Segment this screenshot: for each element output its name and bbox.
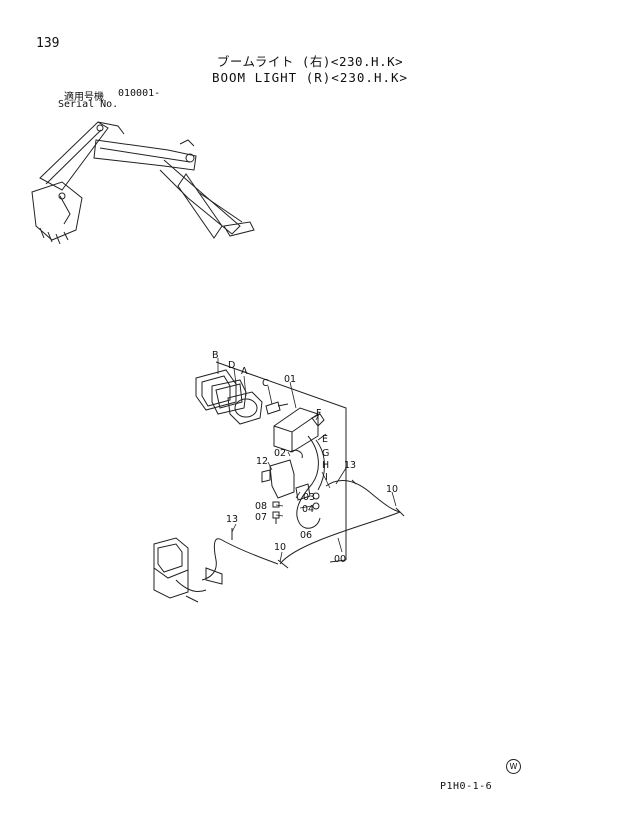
callout-F: F <box>316 408 321 419</box>
callout-07: 07 <box>255 512 267 523</box>
callout-H: H <box>322 460 329 471</box>
callout-labels: B D A C 01 F E G H I 02 12 13 03 04 10 0… <box>212 350 398 565</box>
callout-D: D <box>228 360 235 371</box>
callout-G: G <box>322 448 329 459</box>
leader-lines <box>217 358 397 563</box>
excavator-arm-sketch <box>31 121 255 245</box>
serial-label-japanese: 適用号機 <box>64 92 104 103</box>
callout-10-right: 10 <box>386 484 398 495</box>
circled-mark: W <box>506 759 521 774</box>
callout-02: 02 <box>274 448 286 459</box>
serial-value: 010001- <box>118 88 161 99</box>
callout-13-right: 13 <box>344 460 356 471</box>
callout-B: B <box>212 350 219 361</box>
title-japanese: ブームライト (右)<230.H.K> <box>216 54 404 69</box>
page-code: P1H0-1-6 <box>440 781 493 792</box>
callout-A: A <box>241 366 248 377</box>
light-assembly <box>153 361 405 603</box>
title-english: BOOM LIGHT (R)<230.H.K> <box>211 70 409 85</box>
page-number: 139 <box>36 36 60 51</box>
callout-01: 01 <box>284 374 296 385</box>
serial-label-english: Serial No. <box>58 99 119 110</box>
callout-13-left: 13 <box>226 514 238 525</box>
callout-08: 08 <box>255 501 267 512</box>
callout-00: 00 <box>334 554 346 565</box>
callout-03: 03 <box>303 492 315 503</box>
callout-10-left: 10 <box>274 542 286 553</box>
callout-C: C <box>262 378 269 389</box>
callout-12: 12 <box>256 456 268 467</box>
callout-06: 06 <box>300 530 312 541</box>
callout-E: E <box>322 434 328 445</box>
callout-I: I <box>325 472 328 483</box>
callout-04: 04 <box>302 504 314 515</box>
